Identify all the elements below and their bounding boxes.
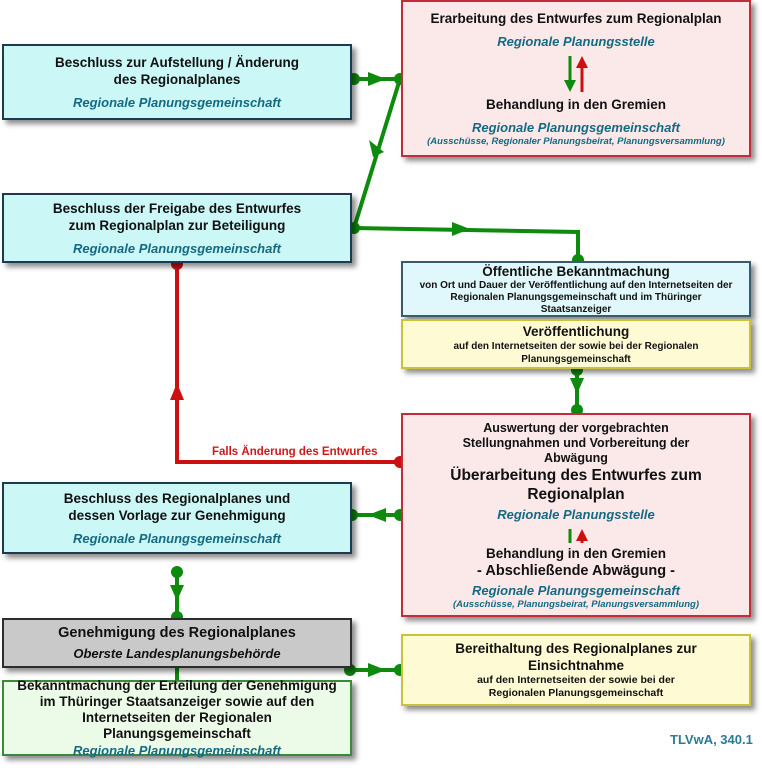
box-organisation: Regionale Planungsgemeinschaft xyxy=(72,742,282,758)
box-title: Genehmigung des Regionalplanes xyxy=(58,625,296,641)
box-bekanntmachung-erteilung: Bekanntmachung der Erteilung der Genehmi… xyxy=(2,677,352,758)
connector-freigabe-bekanntmachung xyxy=(353,226,580,260)
connector-dot xyxy=(171,566,183,578)
connector-feedback-red xyxy=(175,264,400,464)
box-title: Beschluss des Regionalplanes und dessen … xyxy=(63,490,291,523)
box-intro: Auswertung der vorgebrachten Stellungnah… xyxy=(462,421,690,465)
box-title-secondary: Behandlung in den Gremien xyxy=(485,97,666,112)
box-erarbeitung: Erarbeitung des Entwurfes zum Regionalpl… xyxy=(401,0,751,157)
feedback-label: Falls Änderung des Entwurfes xyxy=(212,446,378,458)
box-organisation: Oberste Landesplanungsbehörde xyxy=(73,646,281,661)
box-organisation-secondary: Regionale Planungsgemeinschaft xyxy=(471,583,681,598)
box-title: Öffentliche Bekanntmachung xyxy=(482,263,670,279)
box-title: Bekanntmachung der Erteilung der Genehmi… xyxy=(17,677,337,741)
box-title: Beschluss zur Aufstellung / Änderung des… xyxy=(54,54,300,87)
box-beschluss-regionalplan: Beschluss des Regionalplanes und dessen … xyxy=(2,482,352,554)
box-title-secondary: Behandlung in den Gremien xyxy=(485,545,666,561)
arrowhead-green xyxy=(368,663,386,677)
box-bereithaltung: Bereithaltung des Regionalplanes zur Ein… xyxy=(401,634,751,706)
box-beschluss-aufstellung: Beschluss zur Aufstellung / Änderung des… xyxy=(2,44,352,120)
up-down-arrows-icon xyxy=(564,56,588,92)
box-title: Überarbeitung des Entwurfes zum Regional… xyxy=(450,467,702,503)
box-title: Bereithaltung des Regionalplanes zur Ein… xyxy=(455,641,697,673)
box-organisation: Regionale Planungsstelle xyxy=(497,34,655,49)
arrowhead-green xyxy=(452,222,470,236)
box-organisation: Regionale Planungsgemeinschaft xyxy=(72,240,282,256)
box-title: Veröffentlichung xyxy=(522,323,630,339)
arrowhead-green xyxy=(170,585,184,601)
arrowhead-green xyxy=(368,72,386,86)
box-text: auf den Internetseiten der sowie bei der… xyxy=(477,674,675,699)
box-title: Beschluss der Freigabe des Entwurfes zum… xyxy=(52,200,302,233)
box-note: (Ausschüsse, Planungsbeirat, Planungsver… xyxy=(452,599,699,610)
box-note: (Ausschüsse, Regionaler Planungsbeirat, … xyxy=(427,136,725,147)
arrowhead-green xyxy=(369,140,384,157)
box-ueberarbeitung: Auswertung der vorgebrachten Stellungnah… xyxy=(401,413,751,617)
box-veroeffentlichung: Veröffentlichung auf den Internetseiten … xyxy=(401,319,751,369)
box-text: auf den Internetseiten der sowie bei der… xyxy=(453,340,699,365)
box-genehmigung: Genehmigung des Regionalplanes Oberste L… xyxy=(2,618,352,668)
credit-text: TLVwA, 340.1 xyxy=(670,732,753,747)
up-down-arrows-icon xyxy=(568,528,588,543)
box-title: Erarbeitung des Entwurfes zum Regionalpl… xyxy=(430,11,722,26)
arrowhead-green xyxy=(570,378,584,394)
arrowhead-green xyxy=(368,508,386,522)
box-beschluss-freigabe: Beschluss der Freigabe des Entwurfes zum… xyxy=(2,193,352,263)
arrowhead-red xyxy=(170,383,184,400)
box-text: von Ort und Dauer der Veröffentlichung a… xyxy=(419,279,733,315)
box-oeffentliche-bekanntmachung: Öffentliche Bekanntmachung von Ort und D… xyxy=(401,261,751,317)
box-organisation: Regionale Planungsstelle xyxy=(497,506,655,522)
box-organisation: Regionale Planungsgemeinschaft xyxy=(72,530,282,546)
box-title-tertiary: - Abschließende Abwägung - xyxy=(477,562,675,579)
box-organisation: Regionale Planungsgemeinschaft xyxy=(72,94,282,110)
box-organisation-secondary: Regionale Planungsgemeinschaft xyxy=(471,120,681,135)
